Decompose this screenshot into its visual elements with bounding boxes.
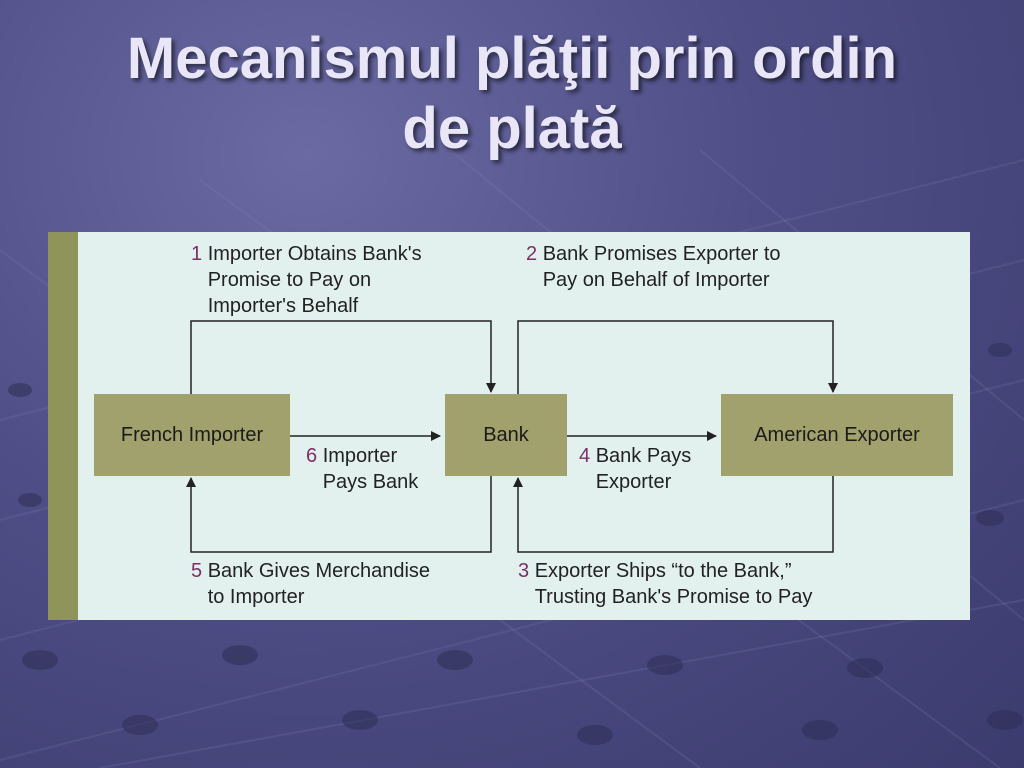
node-american-exporter: American Exporter [721, 394, 953, 476]
panel-stripe [48, 232, 78, 620]
step-4-label: 4 Bank Pays Exporter [579, 445, 692, 493]
step-6-label: 6 Importer Pays Bank [306, 445, 419, 493]
flow-diagram: French Importer Bank American Exporter 1… [48, 232, 970, 620]
node-bank: Bank [445, 394, 567, 476]
slide-title-line-1: Mecanismul plăţii prin ordin [126, 26, 898, 91]
step-3-label: 3 Exporter Ships “to the Bank,” Trusting… [518, 560, 813, 608]
node-french-importer: French Importer [94, 394, 290, 476]
step-5-label: 5 Bank Gives Merchandise to Importer [191, 560, 431, 608]
arrow-step-1 [190, 320, 496, 394]
arrow-step-2 [517, 320, 838, 394]
slide-title: Mecanismul plăţii prin ordin de plată [0, 24, 1024, 164]
arrow-step-5 [186, 476, 492, 553]
slide-title-line-2: de plată [402, 96, 622, 161]
arrow-step-3 [513, 476, 834, 553]
flow-arrows [186, 320, 838, 553]
step-2-label: 2 Bank Promises Exporter to Pay on Behal… [526, 243, 781, 291]
step-1-label: 1 Importer Obtains Bank's Promise to Pay… [191, 243, 422, 317]
